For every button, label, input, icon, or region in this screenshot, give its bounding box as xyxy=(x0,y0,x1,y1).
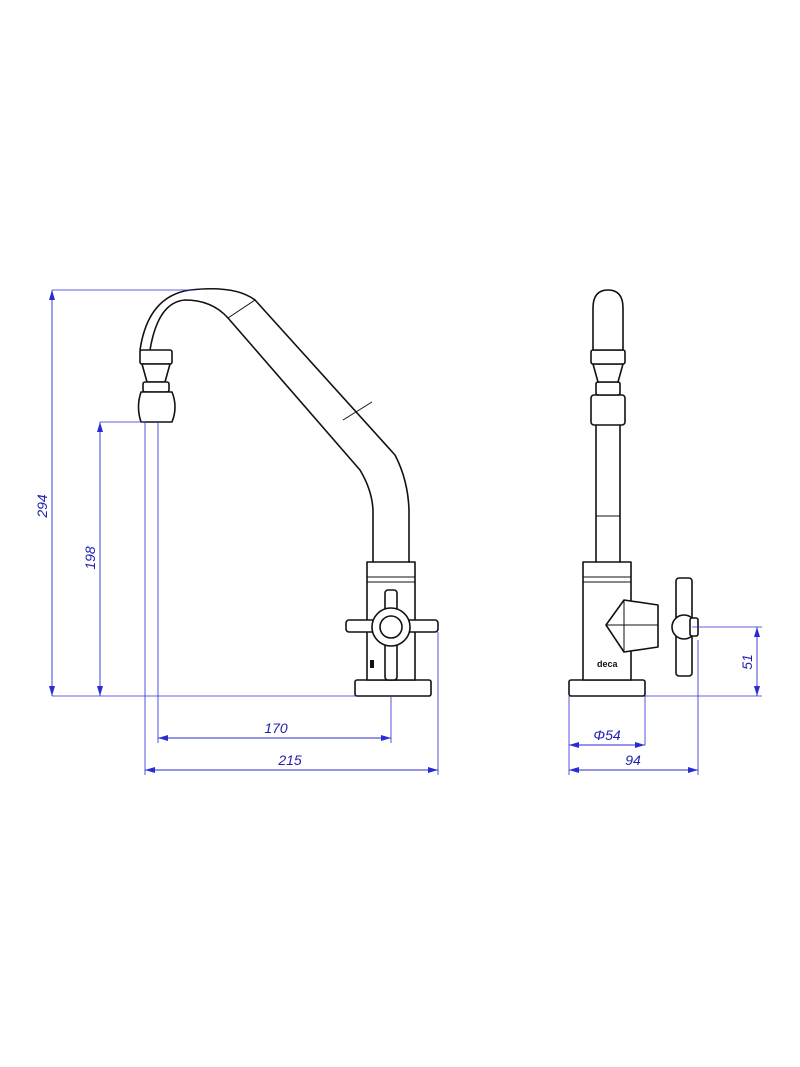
side-dimensions: Φ54 94 51 xyxy=(568,626,762,775)
front-body-mark xyxy=(370,660,374,668)
dim-arrow-294-bottom xyxy=(49,686,55,696)
front-spout-joint-top xyxy=(227,299,256,319)
dim-arrow-215-left xyxy=(145,767,155,773)
side-base-plate xyxy=(568,679,646,697)
dim-arrow-94-right xyxy=(688,767,698,773)
dim-arrow-215-right xyxy=(428,767,438,773)
dim-arrow-54-right xyxy=(635,742,645,748)
side-nozzle-waist xyxy=(592,363,624,383)
front-handle-hub-inner xyxy=(379,615,403,639)
front-nozzle-lower xyxy=(137,391,176,423)
front-nozzle-upper xyxy=(139,349,173,365)
front-spout-tube xyxy=(139,287,410,563)
side-spout-top xyxy=(592,289,624,351)
front-base-plate xyxy=(354,679,432,697)
dim-arrow-170-left xyxy=(158,735,168,741)
front-view xyxy=(137,287,439,697)
dim-arrow-294-top xyxy=(49,290,55,300)
dim-arrow-198-top xyxy=(97,422,103,432)
side-nozzle-upper xyxy=(590,349,626,365)
dim-label-51: 51 xyxy=(739,654,755,670)
dim-label-170: 170 xyxy=(264,720,288,736)
front-dimensions: 294 198 170 215 xyxy=(34,289,439,775)
dim-label-215: 215 xyxy=(277,752,302,768)
front-spout-joint-mid xyxy=(342,401,373,421)
diameter-symbol: Φ xyxy=(593,727,605,743)
diameter-value: 54 xyxy=(605,727,621,743)
brand-logo: deca xyxy=(597,659,619,669)
dim-label-198: 198 xyxy=(82,546,98,570)
dim-label-54: Φ54 xyxy=(593,727,621,743)
dim-arrow-94-left xyxy=(569,767,579,773)
front-nozzle-waist xyxy=(141,363,171,383)
dim-arrow-51-bottom xyxy=(754,686,760,696)
side-view: deca xyxy=(568,289,699,697)
dim-arrow-51-top xyxy=(754,627,760,637)
dim-label-294: 294 xyxy=(34,494,50,519)
front-nozzle-ring xyxy=(142,381,170,393)
side-valve-stem xyxy=(605,599,659,653)
side-nozzle-ring xyxy=(595,381,621,396)
dim-label-94: 94 xyxy=(625,752,641,768)
dim-arrow-54-left xyxy=(569,742,579,748)
dim-arrow-198-bottom xyxy=(97,686,103,696)
dim-arrow-170-right xyxy=(381,735,391,741)
side-nozzle-lower xyxy=(590,394,626,426)
